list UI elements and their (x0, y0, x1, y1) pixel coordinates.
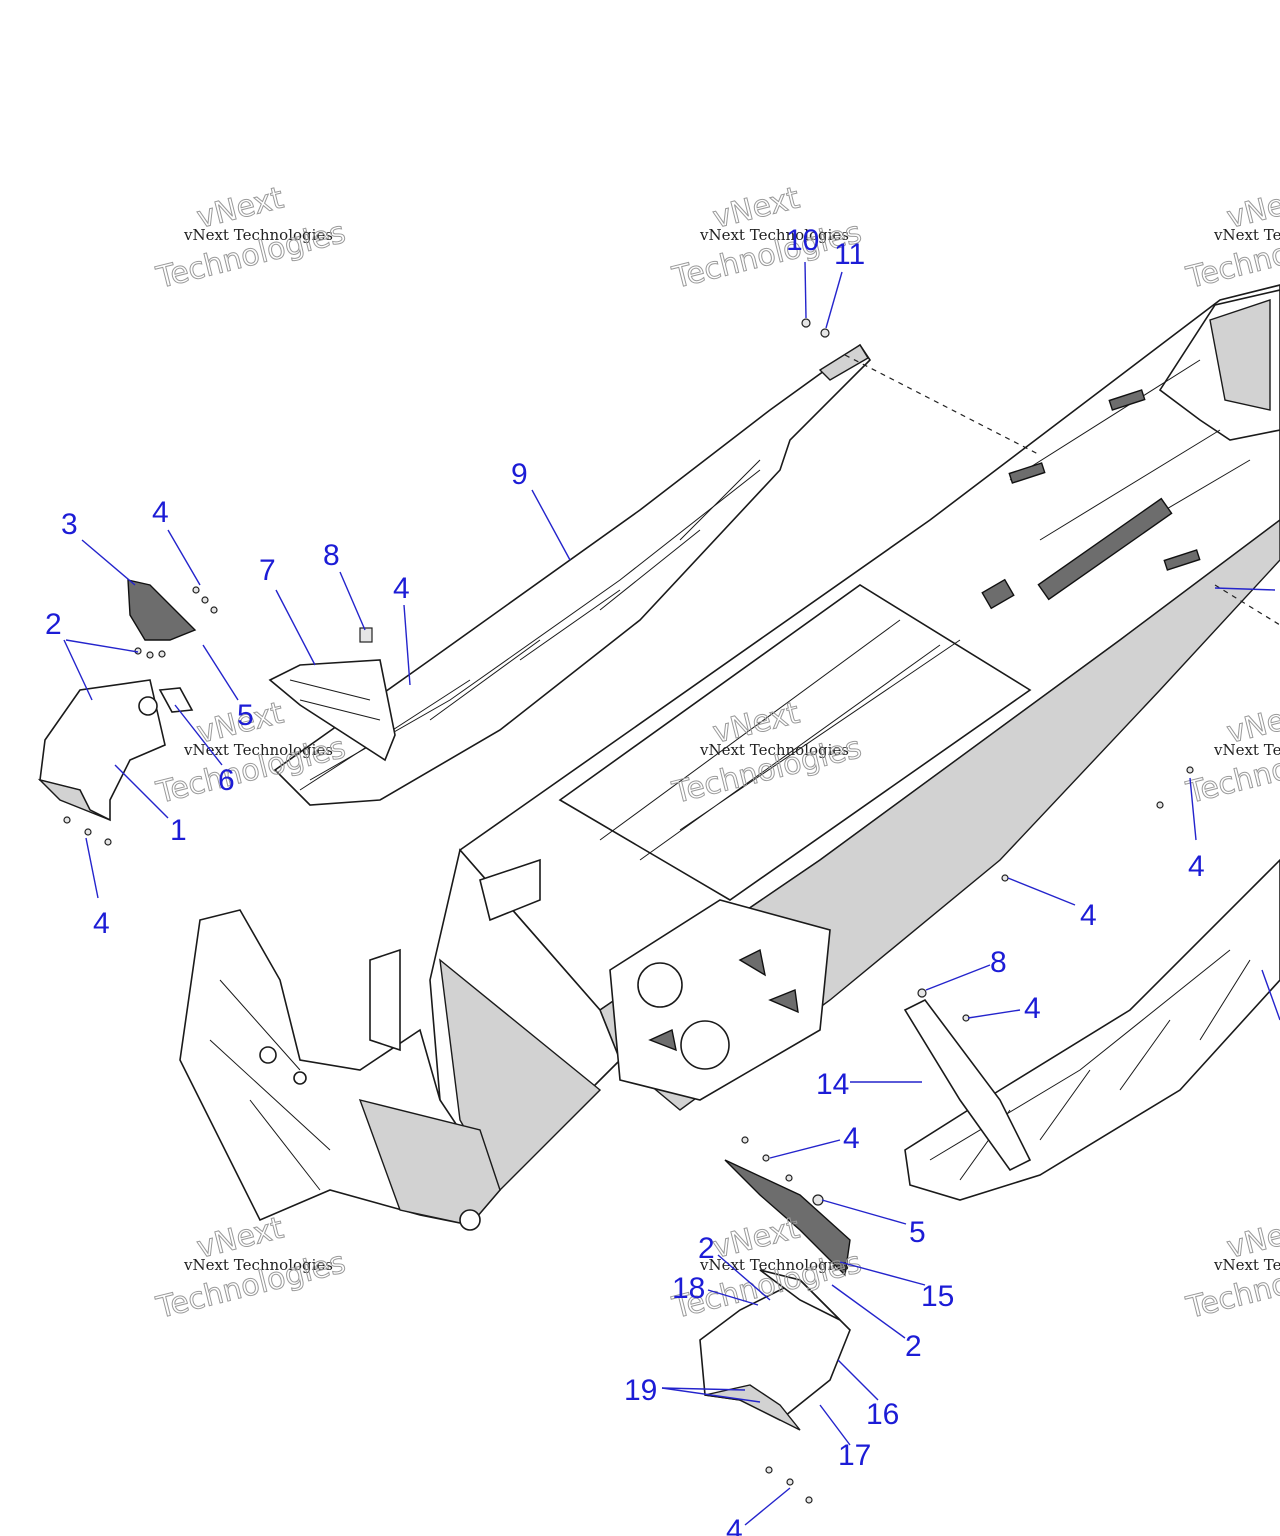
callout-4-label: 4 (1024, 992, 1041, 1025)
footrest-bracket (268, 659, 396, 762)
callout-2-label: 2 (698, 1232, 715, 1265)
callout-5-label: 5 (909, 1216, 926, 1249)
callout-5-label: 5 (237, 699, 254, 732)
alignment-line-right (1214, 584, 1280, 626)
callout-7-label: 7 (259, 554, 276, 587)
callout-6-label: 6 (218, 764, 235, 797)
callout-4-label: 4 (152, 496, 169, 529)
callout-16-label: 16 (866, 1398, 899, 1431)
callout-19-label: 19 (624, 1374, 657, 1407)
callout-15-label: 15 (921, 1280, 954, 1313)
callout-18-label: 18 (672, 1272, 705, 1305)
watermark-text: vNext Technologies (1213, 1256, 1280, 1274)
callout-4-label: 4 (726, 1514, 743, 1536)
alignment-line (844, 354, 1041, 456)
watermark-text: vNext Technologies (183, 741, 333, 759)
watermark-text: vNext Technologies (1213, 226, 1280, 244)
watermark-text: vNext Technologies (183, 226, 333, 244)
callout-3-label: 3 (61, 508, 78, 541)
callout-2-label: 2 (905, 1330, 922, 1363)
fasteners (63, 318, 1194, 1504)
watermark-text: vNext Technologies (183, 1256, 333, 1274)
leader-lines (63, 261, 1280, 1526)
callout-1-label: 1 (170, 814, 187, 847)
callout-9-label: 9 (511, 458, 528, 491)
callout-8-label: 8 (323, 539, 340, 572)
lower-shield-group (699, 1159, 851, 1431)
callout-8-label: 8 (990, 946, 1007, 979)
callout-4-label: 4 (1188, 850, 1205, 883)
chassis-assembly (179, 284, 1280, 1231)
callout-2-label: 2 (45, 608, 62, 641)
watermark-text: vNext Technologies (699, 226, 849, 244)
callout-4-label: 4 (93, 907, 110, 940)
right-running-board (903, 858, 1280, 1201)
callout-11-label: 11 (834, 238, 865, 271)
callout-4-label: 4 (393, 572, 410, 605)
callout-17-label: 17 (838, 1439, 871, 1472)
callout-labels: 10 11 9 3 4 7 8 4 2 5 6 1 4 4 4 8 4 14 4… (45, 224, 1205, 1536)
watermark-text: vNext Technologies (699, 1256, 849, 1274)
watermark-text: vNext Technologies (699, 741, 849, 759)
watermark-text: vNext Technologies (1213, 741, 1280, 759)
callout-10-label: 10 (786, 224, 819, 257)
callout-4-label: 4 (1080, 899, 1097, 932)
left-plate-group (37, 579, 197, 822)
callout-4-label: 4 (843, 1122, 860, 1155)
callout-14-label: 14 (816, 1068, 849, 1101)
